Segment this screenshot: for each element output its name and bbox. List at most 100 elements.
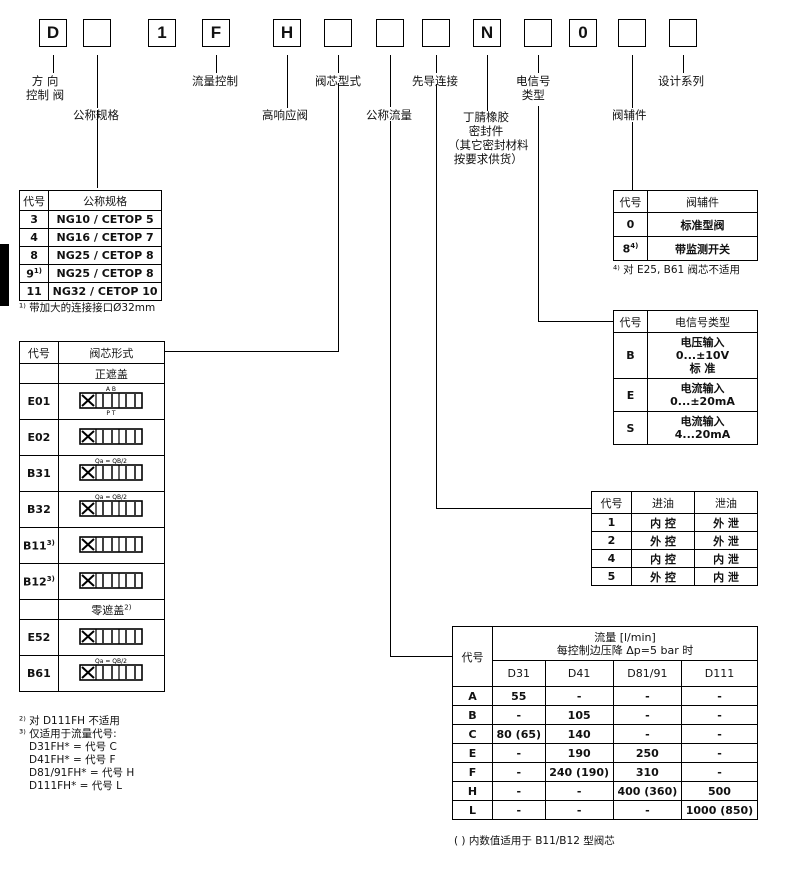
nominal-flow-label: 公称流量 — [366, 108, 412, 122]
signal-code: E — [613, 378, 648, 412]
flow-value: 105 — [544, 705, 614, 725]
svg-text:Qa = QB/2: Qa = QB/2 — [95, 458, 127, 465]
spool-code: B31 — [19, 455, 59, 492]
spool-symbol-cell — [57, 619, 166, 656]
size-code: 11 — [18, 282, 50, 301]
size-code: 91) — [18, 264, 50, 283]
code-box-2 — [83, 19, 111, 47]
table-row: F-240 (190)310- — [452, 762, 759, 782]
spool-symbol-icon: Qa = QB/2 — [79, 494, 144, 517]
svg-text:Qa = QB/2: Qa = QB/2 — [95, 658, 127, 665]
flow-code: E — [452, 743, 493, 763]
flow-value: - — [680, 705, 759, 725]
flow-code: B — [452, 705, 493, 725]
seal-note: （其它密封材料 按要求供货） — [448, 138, 529, 166]
col-drain: 泄油 — [694, 491, 758, 514]
spool-symbol-cell — [57, 563, 166, 600]
pilot-drain: 内 泄 — [694, 567, 758, 586]
flow-value: - — [492, 781, 546, 801]
flow-value: - — [492, 762, 546, 782]
flow-code: L — [452, 800, 493, 820]
flow-value: - — [492, 743, 546, 763]
accessory-value: 标准型阀 — [647, 212, 758, 237]
spool-symbol-cell — [57, 419, 166, 456]
pilot-drain: 外 泄 — [694, 513, 758, 532]
spool-symbol-icon — [79, 628, 144, 645]
footnote-ref: 1) — [33, 266, 42, 275]
section-label: 零遮盖2) — [57, 599, 166, 620]
footnote-ref: 3) — [46, 538, 55, 547]
size-value: NG32 / CETOP 10 — [48, 282, 162, 301]
col-code: 代号 — [19, 341, 59, 364]
flow-code: C — [452, 724, 493, 744]
flow-value: 310 — [612, 762, 682, 782]
table-row: H--400 (360)500 — [452, 781, 759, 801]
pilot-code: 1 — [591, 513, 632, 532]
spool-symbol-icon — [79, 536, 144, 553]
flow-value: - — [492, 705, 546, 725]
spool-code: E52 — [19, 619, 59, 656]
table-row: 84)带监测开关 — [613, 236, 758, 261]
flow-col-header: D31 — [492, 660, 546, 687]
code-box-5: H — [273, 19, 301, 47]
flow-col-header: D81/91 — [612, 660, 682, 687]
flow-value: - — [612, 800, 682, 820]
table-row: B113) — [19, 527, 166, 564]
svg-text:A B: A B — [106, 386, 116, 393]
nominal-size-label: 公称规格 — [73, 108, 119, 122]
pilot-connection-label: 先导连接 — [412, 74, 458, 88]
table-row: 91)NG25 / CETOP 8 — [18, 264, 162, 283]
accessory-label: 阀辅件 — [612, 108, 647, 122]
accessory-value: 带监测开关 — [647, 236, 758, 261]
flow-value: 140 — [544, 724, 614, 744]
svg-text:Qa = QB/2: Qa = QB/2 — [95, 494, 127, 501]
flow-code: A — [452, 686, 493, 706]
code-box-9: N — [473, 19, 501, 47]
flow-col-header: D41 — [544, 660, 614, 687]
section-row: 正遮盖 — [19, 363, 166, 384]
footnote-line: D81/91FH* = 代号 H — [19, 767, 135, 779]
spool-symbol-icon: Qa = QB/2 — [79, 658, 144, 681]
col-code: 代号 — [613, 190, 648, 213]
size-value: NG10 / CETOP 5 — [48, 210, 162, 229]
footnote-line: ³⁾ 仅适用于流量代号: — [19, 728, 117, 740]
size-value: NG16 / CETOP 7 — [48, 228, 162, 247]
code-box-4: F — [202, 19, 230, 47]
signal-type-label: 电信号 类型 — [516, 74, 551, 102]
seal-label: 丁腈橡胶 密封件 — [463, 110, 509, 138]
spool-code: E01 — [19, 383, 59, 420]
flow-value: 240 (190) — [544, 762, 614, 782]
pilot-inlet: 内 控 — [631, 513, 695, 532]
spool-code: B123) — [19, 563, 59, 600]
flow-value: - — [612, 686, 682, 706]
spool-symbol-cell: Qa = QB/2 — [57, 655, 166, 692]
pilot-code: 5 — [591, 567, 632, 586]
size-code: 8 — [18, 246, 50, 265]
flow-value: 80 (65) — [492, 724, 546, 744]
valve-type-label: 方 向 控制 阀 — [26, 74, 65, 102]
flow-value: 400 (360) — [612, 781, 682, 801]
design-series-label: 设计系列 — [658, 74, 704, 88]
size-value: NG25 / CETOP 8 — [48, 246, 162, 265]
flow-value: - — [680, 762, 759, 782]
flow-code: F — [452, 762, 493, 782]
code-box-12 — [618, 19, 646, 47]
